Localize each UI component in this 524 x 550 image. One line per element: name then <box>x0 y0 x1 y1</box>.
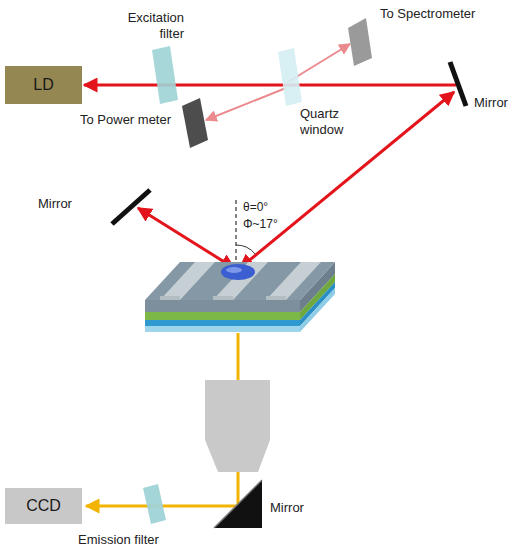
mirror <box>112 190 150 224</box>
sample-top <box>145 262 335 300</box>
sample-spot <box>226 267 242 273</box>
grating-ridge <box>213 262 268 300</box>
laser-beam <box>240 92 454 268</box>
quartz-window <box>278 48 302 106</box>
spectrometer-port <box>348 18 372 66</box>
mirror <box>214 480 262 528</box>
reflected-beam <box>206 88 286 120</box>
mirror <box>450 62 466 106</box>
sample-front <box>145 300 300 312</box>
excitation-filter <box>152 46 178 104</box>
grating-ridge <box>213 296 233 300</box>
device-box: LD <box>5 66 82 104</box>
laser-beam <box>138 208 234 268</box>
part-label: Emission filter <box>78 532 159 548</box>
part-label: Φ~17° <box>243 216 278 232</box>
power-meter <box>182 98 208 148</box>
sample-spot <box>221 264 255 280</box>
sample-side <box>300 288 335 332</box>
sample-front <box>145 326 300 332</box>
grating-ridge <box>160 262 215 300</box>
device-box: CCD <box>5 488 82 524</box>
part-label: Mirror <box>38 196 72 212</box>
part-label: To Spectrometer <box>380 6 475 22</box>
emission-beam <box>86 472 238 506</box>
sample-front <box>145 320 300 326</box>
grating-ridge <box>160 296 180 300</box>
part-label: Quartz window <box>300 106 356 138</box>
device-name: CCD <box>26 497 61 515</box>
laser-beam <box>84 84 456 87</box>
emission-beam <box>237 333 240 380</box>
objective-lens <box>205 380 270 472</box>
grating-ridge <box>266 296 286 300</box>
emission-filter <box>143 484 166 524</box>
mirror-edge <box>214 480 262 528</box>
part-label: Mirror <box>270 500 304 516</box>
device-name: LD <box>33 76 53 94</box>
angle-arc <box>236 245 255 254</box>
surface-normal <box>235 200 236 266</box>
sample-front <box>145 312 300 320</box>
part-label: To Power meter <box>80 112 171 128</box>
grating-ridge <box>266 262 321 300</box>
part-label: Mirror <box>474 95 508 111</box>
part-label: θ=0° <box>243 199 268 215</box>
part-label: Excitation filter <box>104 10 184 42</box>
